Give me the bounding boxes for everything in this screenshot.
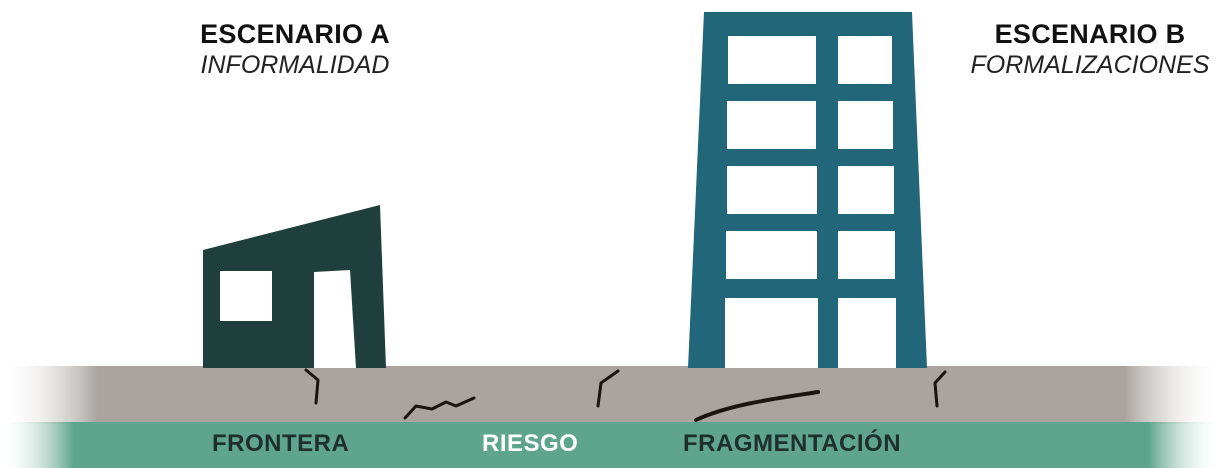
formal-tower	[688, 12, 927, 368]
band-label-fragmentacion: FRAGMENTACIÓN	[683, 430, 902, 457]
band-label-frontera: FRONTERA	[212, 430, 350, 457]
crack	[933, 370, 947, 408]
scenario-a-label: ESCENARIO A INFORMALIDAD	[170, 19, 420, 79]
tower-window	[725, 298, 818, 368]
tower-window	[838, 231, 895, 279]
crack	[403, 396, 476, 420]
crack	[694, 390, 820, 422]
tower-window	[727, 166, 817, 214]
scenario-b-subtitle: FORMALIZACIONES	[970, 50, 1210, 79]
tower-window	[727, 101, 816, 149]
tower-window	[728, 36, 816, 84]
crack	[596, 369, 620, 408]
crack	[304, 368, 320, 405]
tower-window	[838, 166, 894, 214]
tower-window	[838, 298, 896, 368]
scenario-b-title: ESCENARIO B	[994, 19, 1186, 49]
tower-window	[838, 101, 893, 149]
band-label-riesgo: RIESGO	[482, 430, 579, 457]
tower-window	[726, 231, 817, 279]
house-window	[220, 271, 272, 321]
concept-band	[0, 422, 1222, 468]
scenario-b-label: ESCENARIO B FORMALIZACIONES	[940, 19, 1222, 79]
scenario-a-subtitle: INFORMALIDAD	[200, 50, 390, 79]
house-door	[314, 270, 356, 368]
scenario-a-title: ESCENARIO A	[200, 19, 390, 49]
informal-house	[203, 205, 386, 368]
tower-window	[838, 36, 892, 84]
ground-cracks	[304, 368, 947, 422]
